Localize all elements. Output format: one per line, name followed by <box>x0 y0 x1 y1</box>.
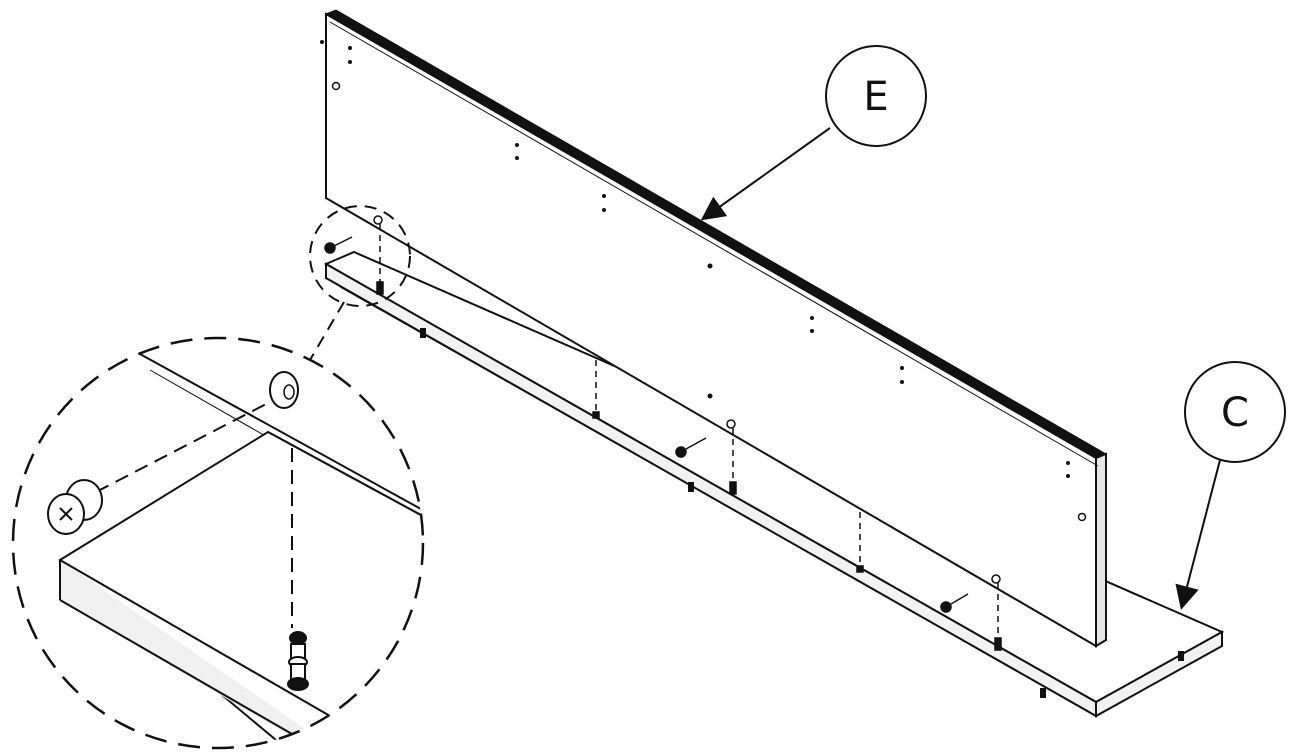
back-panel-e <box>324 9 1108 648</box>
fittings <box>324 215 1002 651</box>
callout-e-letter: E <box>863 74 888 120</box>
panel-holes <box>320 40 1087 522</box>
callout-c-letter: C <box>1221 390 1249 436</box>
cam-bolt-icon <box>287 631 309 691</box>
callout-e: E <box>700 45 927 221</box>
magnify-marker <box>309 205 411 361</box>
callout-c: C <box>1175 361 1286 610</box>
detail-view <box>11 336 425 750</box>
cam-lock-icon <box>47 479 103 535</box>
